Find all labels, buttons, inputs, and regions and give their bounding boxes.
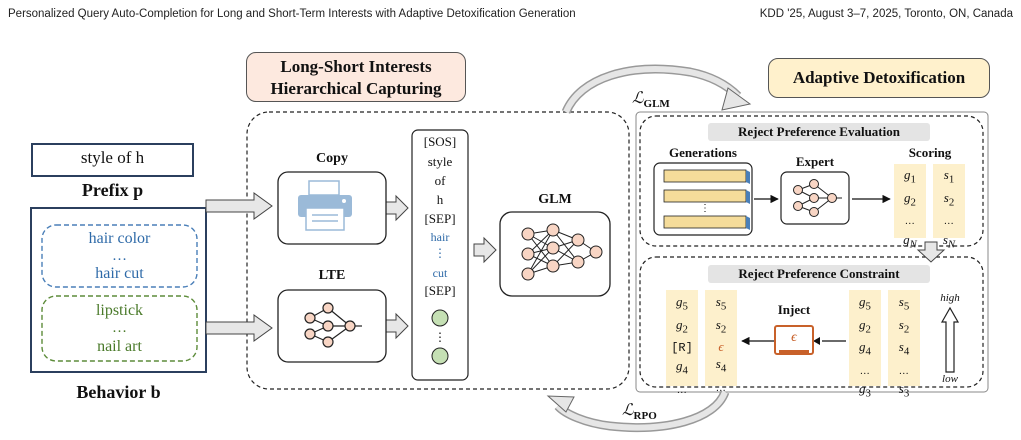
scoring-g-column: [894, 164, 926, 238]
prefix-text: style of h: [80, 148, 145, 167]
rank-low-label: low: [942, 373, 958, 385]
loss-rpo-label: ℒRPO: [622, 402, 657, 423]
short-item-1: lipstick: [95, 302, 144, 319]
sequence-box: [411, 129, 469, 381]
long-item-2: hair cut: [95, 265, 144, 282]
running-header-venue: KDD '25, August 3–7, 2025, Toronto, ON, …: [759, 8, 1013, 20]
result-s-column: [705, 290, 737, 386]
seq-token-cut: cut: [432, 266, 448, 280]
loss-glm-label: ℒGLM: [632, 90, 670, 111]
generation-bars: [663, 169, 750, 230]
loss-rpo-arrow: [546, 390, 730, 433]
constraint-container: [639, 256, 984, 388]
seq-ltes-vdots: ⋮: [434, 330, 446, 344]
scoring-label: Scoring: [908, 145, 952, 160]
prefix-box: [31, 143, 194, 177]
lte-label: LTE: [318, 268, 346, 283]
arrow-lte-to-seq: [385, 312, 409, 340]
capturing-title-box: Long-Short Interests Hierarchical Captur…: [246, 52, 466, 102]
constraint-title-bg: [708, 265, 930, 283]
copy-label: Copy: [316, 151, 348, 166]
capturing-title-line1: Long-Short Interests: [280, 57, 432, 76]
seq-token-sos: [SOS]: [423, 134, 457, 149]
ltes-token-1: [431, 309, 449, 327]
rank-arrow-up: [940, 306, 960, 373]
seq-token-sep-2: [SEP]: [424, 283, 456, 298]
eval-title: Reject Preference Evaluation: [738, 124, 900, 139]
behavior-label: Behavior b: [76, 382, 161, 402]
arrow-eval-to-constraint: [916, 241, 946, 263]
arrow-copy-to-seq: [385, 194, 409, 222]
lte-network-icon: [304, 302, 362, 348]
rank-high-label: high: [940, 292, 960, 304]
long-group-box: [41, 224, 198, 288]
expert-network-icon: [793, 179, 842, 217]
constraint-title: Reject Preference Constraint: [738, 266, 900, 281]
long-item-ellipsis: …: [112, 248, 127, 264]
capturing-container: [246, 111, 630, 390]
running-header-title: Personalized Query Auto-Completion for L…: [8, 8, 576, 20]
short-item-ellipsis: …: [112, 320, 127, 336]
inject-epsilon: ϵ: [791, 330, 797, 345]
loss-glm-subscript: GLM: [643, 98, 670, 111]
result-g-column: [666, 290, 698, 386]
generation-vdots: ⋮: [700, 203, 710, 214]
loss-rpo-subscript: RPO: [633, 410, 657, 423]
capturing-title-line2: Hierarchical Capturing: [270, 79, 442, 98]
prefix-label: Prefix p: [81, 180, 144, 200]
short-item-2: nail art: [97, 338, 142, 355]
detox-title: Adaptive Detoxification: [792, 68, 966, 87]
ranked-s-column: [888, 290, 920, 386]
arrow-behavior-to-lte: [205, 314, 273, 342]
detox-title-box: Adaptive Detoxification: [768, 58, 990, 98]
loss-glm-arrow: [561, 64, 752, 114]
arrow-prefix-to-copy: [205, 192, 273, 220]
behavior-box: [30, 207, 207, 373]
arrow-seq-to-glm: [473, 236, 497, 264]
seq-token-hair: hair: [430, 230, 450, 244]
glm-label: GLM: [538, 192, 572, 207]
seq-token-style: style: [427, 154, 453, 169]
seq-token-h: h: [436, 192, 444, 207]
glm-network-icon: [521, 223, 603, 281]
seq-token-vdots: ⋮: [434, 246, 446, 260]
ltes-token-2: [431, 347, 449, 365]
ranked-g-column: [849, 290, 881, 386]
eval-container: [639, 115, 984, 247]
long-item-1: hair color: [88, 230, 151, 247]
seq-token-of: of: [434, 173, 446, 188]
eval-title-bg: [708, 123, 930, 141]
seq-token-sep-1: [SEP]: [424, 211, 456, 226]
generations-label: Generations: [669, 145, 737, 160]
scoring-s-column: [933, 164, 965, 238]
detox-container: [635, 111, 989, 393]
printer-icon: [298, 180, 352, 231]
expert-label: Expert: [795, 154, 835, 169]
inject-label: Inject: [777, 302, 811, 317]
